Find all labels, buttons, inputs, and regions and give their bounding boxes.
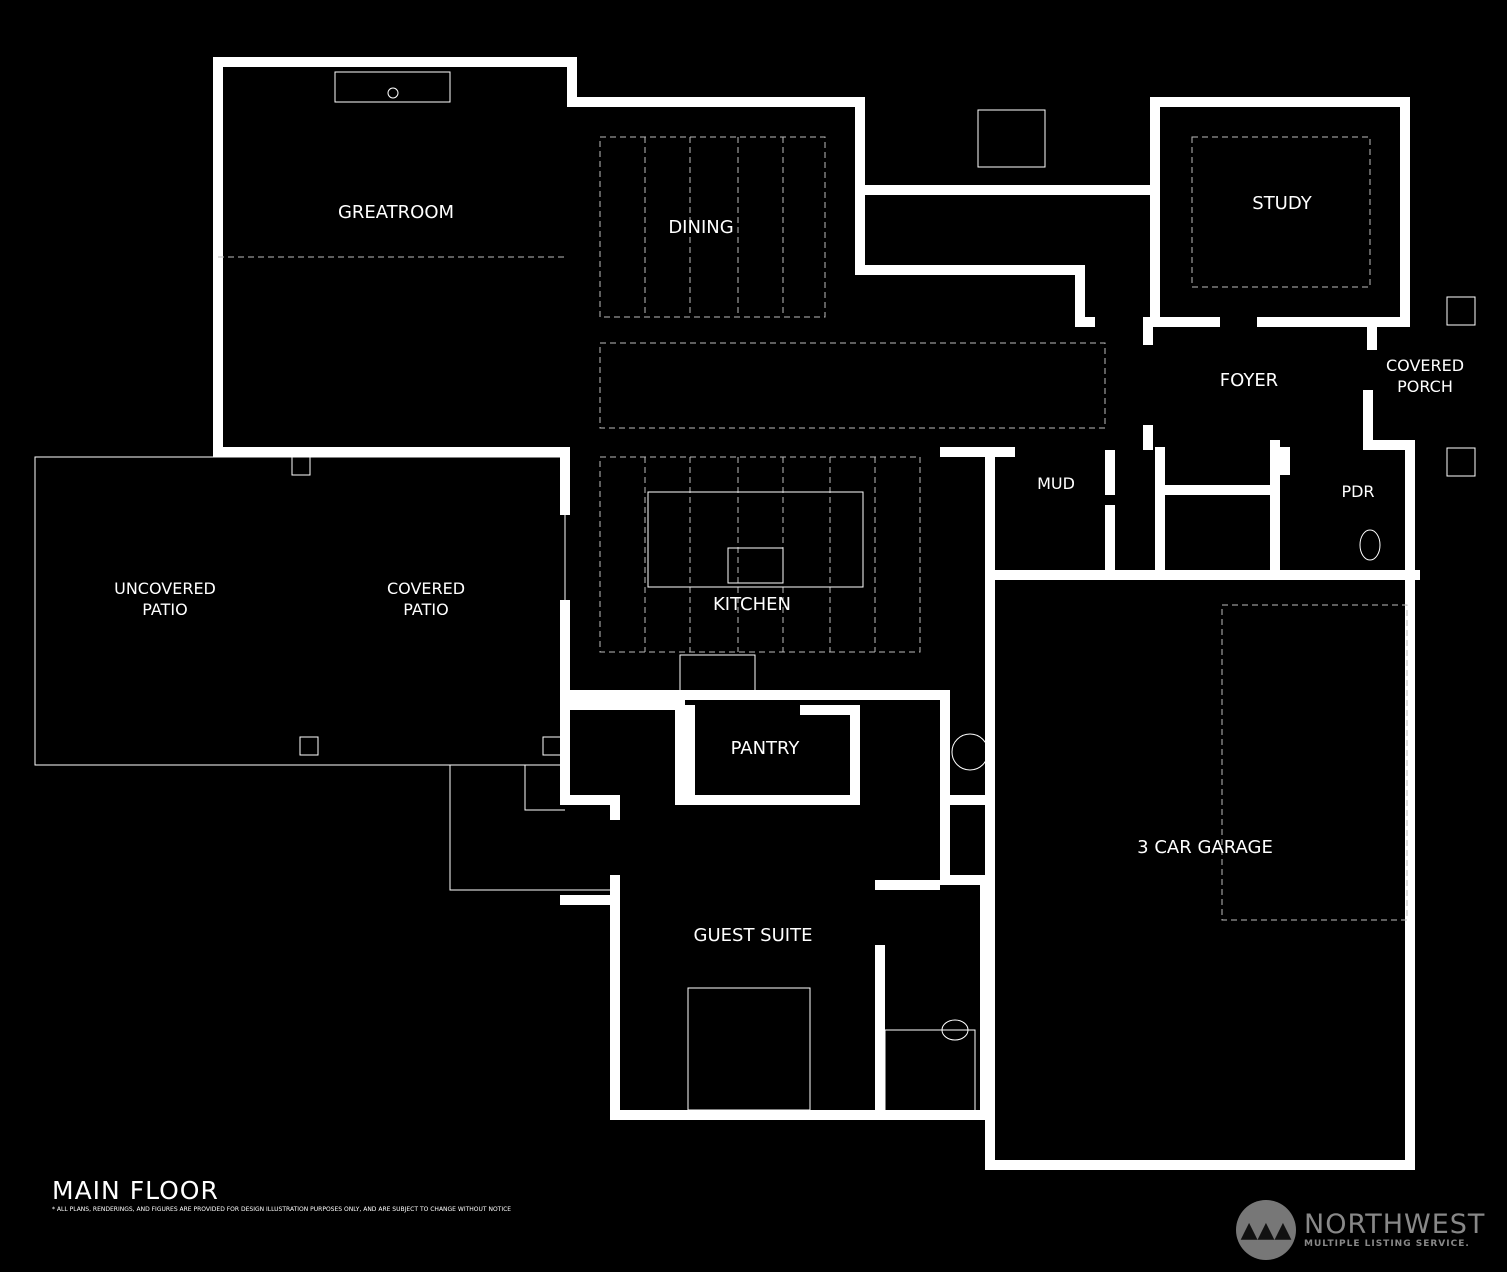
logo-tagline: MULTIPLE LISTING SERVICE.: [1304, 1239, 1470, 1249]
patio-steps: [449, 765, 610, 891]
room-label-dining: DINING: [668, 217, 733, 238]
room-label-covered-patio-2: PATIO: [403, 600, 448, 619]
room-label-garage: 3 CAR GARAGE: [1137, 837, 1273, 858]
ceiling-details: [218, 136, 1408, 921]
room-label-covered-porch-1: COVERED: [1386, 356, 1464, 375]
fixtures: [291, 71, 1476, 1113]
room-label-kitchen: KITCHEN: [713, 594, 791, 615]
room-label-guest-suite: GUEST SUITE: [694, 925, 813, 946]
patio-outline: [34, 456, 566, 766]
room-label-mud: MUD: [1037, 474, 1075, 493]
room-label-covered-porch-2: PORCH: [1397, 377, 1453, 396]
room-label-greatroom: GREATROOM: [338, 202, 454, 223]
room-label-pdr: PDR: [1341, 482, 1374, 501]
room-label-pantry: PANTRY: [731, 738, 801, 759]
room-label-study: STUDY: [1252, 193, 1312, 214]
room-label-uncovered-patio-2: PATIO: [142, 600, 187, 619]
room-label-uncovered-patio-1: UNCOVERED: [114, 579, 216, 598]
nwmls-logo: ▲▲▲ NORTHWEST MULTIPLE LISTING SERVICE.: [1236, 1200, 1485, 1260]
walls: [213, 57, 1420, 1170]
logo-name: NORTHWEST: [1304, 1209, 1486, 1240]
room-label-covered-patio-1: COVERED: [387, 579, 465, 598]
disclaimer: * ALL PLANS, RENDERINGS, AND FIGURES ARE…: [52, 1206, 512, 1213]
plan-title: MAIN FLOOR: [52, 1176, 219, 1205]
trees-icon: ▲▲▲: [1236, 1200, 1296, 1260]
room-label-foyer: FOYER: [1220, 370, 1278, 391]
